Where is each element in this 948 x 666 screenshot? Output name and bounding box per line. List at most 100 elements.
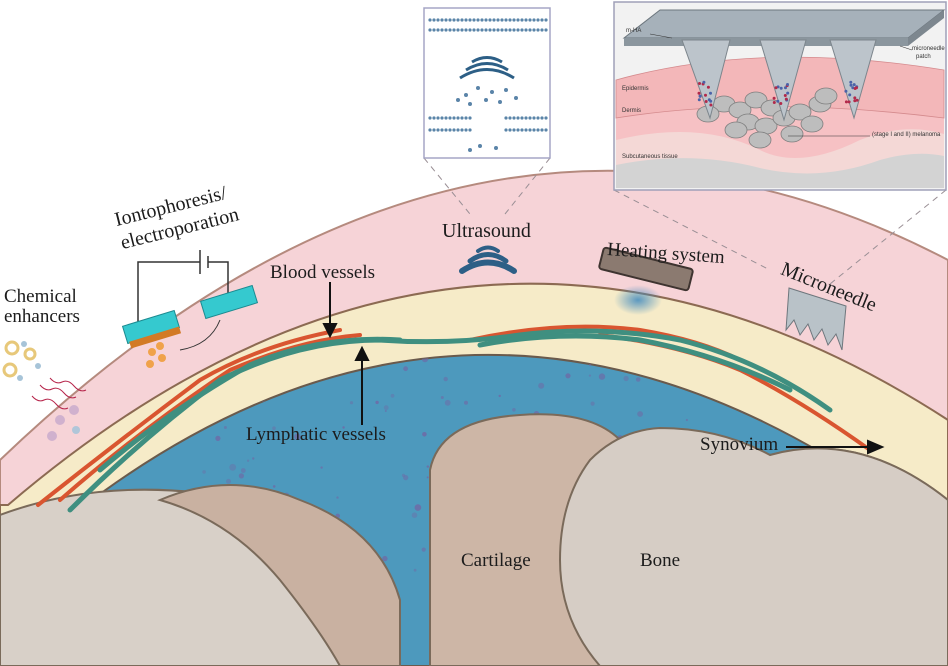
drug-particle	[844, 89, 848, 93]
drug-particle	[855, 98, 859, 102]
lipid-head	[476, 18, 480, 22]
fluid-particle	[443, 376, 448, 382]
fluid-particle	[252, 457, 255, 460]
lipid-head	[448, 128, 452, 132]
lipid-head	[544, 28, 548, 32]
lipid-head	[436, 116, 440, 120]
lipid-head	[428, 18, 432, 22]
lipid-head	[532, 18, 536, 22]
drug-particle	[704, 100, 708, 103]
drug-particle	[702, 80, 706, 84]
lipid-head	[520, 128, 524, 132]
lipid-head	[504, 28, 508, 32]
fluid-particle	[422, 432, 427, 437]
drug-particle	[774, 86, 778, 90]
fluid-particle	[426, 465, 429, 468]
lipid-head	[524, 116, 528, 120]
membrane-bilayer-top	[428, 18, 548, 32]
lipid-head	[492, 18, 496, 22]
lipid-molecule	[490, 90, 494, 94]
lipid-head	[460, 28, 464, 32]
drug-particle	[783, 94, 787, 97]
lipid-head	[460, 128, 464, 132]
label-lymphatic-vessels: Lymphatic vessels	[246, 424, 386, 445]
label-synovium: Synovium	[700, 434, 779, 455]
fluid-particle	[31, 400, 34, 403]
melanoma-cell	[814, 87, 838, 105]
lipid-head	[536, 116, 540, 120]
lipid-head	[444, 128, 448, 132]
lipid-molecule	[468, 102, 472, 106]
fluid-particle	[498, 394, 501, 398]
lipid-head	[444, 18, 448, 22]
lipid-head	[544, 128, 548, 132]
lipid-head	[504, 116, 508, 120]
lipid-head	[452, 28, 456, 32]
fluid-particle	[294, 433, 301, 440]
lipid-head	[456, 116, 460, 120]
lipid-head	[432, 18, 436, 22]
lipid-head	[532, 128, 536, 132]
fluid-particle	[272, 426, 276, 431]
lipid-head	[440, 28, 444, 32]
lipid-molecule	[498, 100, 502, 104]
melanoma-cell	[748, 131, 772, 149]
melanoma-cells	[696, 87, 838, 149]
inset-label-melanoma: (stage I and II) melanoma	[872, 132, 941, 138]
chemical-enhancer-molecules	[2, 340, 166, 441]
fluid-particle	[349, 401, 354, 405]
lipid-head	[472, 28, 476, 32]
label-blood-vessels: Blood vessels	[270, 262, 376, 283]
lipid-head	[468, 116, 472, 120]
drug-particle	[709, 103, 713, 107]
label-cartilage: Cartilage	[461, 550, 531, 571]
needle-cones	[681, 39, 877, 122]
fluid-particle	[383, 405, 389, 411]
lipid-head	[428, 28, 432, 32]
fluid-particle	[440, 396, 444, 399]
lipid-head	[520, 28, 524, 32]
fluid-particle	[336, 496, 339, 499]
lipid-molecule	[484, 98, 488, 102]
fluid-particle	[401, 473, 406, 477]
drug-particle	[848, 93, 852, 97]
lipid-head	[492, 28, 496, 32]
fluid-particle	[223, 426, 227, 429]
label-ultrasound: Ultrasound	[442, 220, 531, 242]
drug-particle	[786, 83, 789, 86]
fluid-particle	[411, 512, 418, 518]
drug-particle	[847, 100, 851, 104]
drug-particle	[709, 91, 712, 95]
fluid-particle	[403, 475, 409, 481]
lipid-head	[444, 116, 448, 120]
drug-particle	[853, 99, 857, 103]
lipid-head	[468, 28, 472, 32]
fluid-particle	[28, 422, 34, 428]
drug-particle	[779, 86, 783, 90]
lipid-head	[524, 28, 528, 32]
fluid-particle	[414, 504, 422, 511]
lipid-head	[480, 28, 484, 32]
lipid-head	[536, 128, 540, 132]
lipid-head	[508, 18, 512, 22]
iontophoresis-device	[121, 250, 259, 351]
lipid-head	[476, 28, 480, 32]
melanoma-cell	[724, 121, 748, 139]
drug-particle	[784, 97, 788, 101]
drug-particle	[697, 91, 701, 95]
fluid-particle	[320, 466, 323, 469]
lipid-head	[524, 128, 528, 132]
drug-particle	[698, 94, 702, 98]
lipid-head	[528, 128, 532, 132]
drug-particle	[853, 96, 857, 100]
fluid-particle	[39, 375, 46, 382]
lipid-head	[536, 28, 540, 32]
melanoma-cell	[800, 115, 824, 133]
lipid-head	[484, 18, 488, 22]
lipid-head	[544, 18, 548, 22]
label-chemical-enhancers-line2: enhancers	[4, 306, 80, 327]
lipid-head	[516, 116, 520, 120]
lipid-head	[512, 128, 516, 132]
lipid-head	[520, 116, 524, 120]
